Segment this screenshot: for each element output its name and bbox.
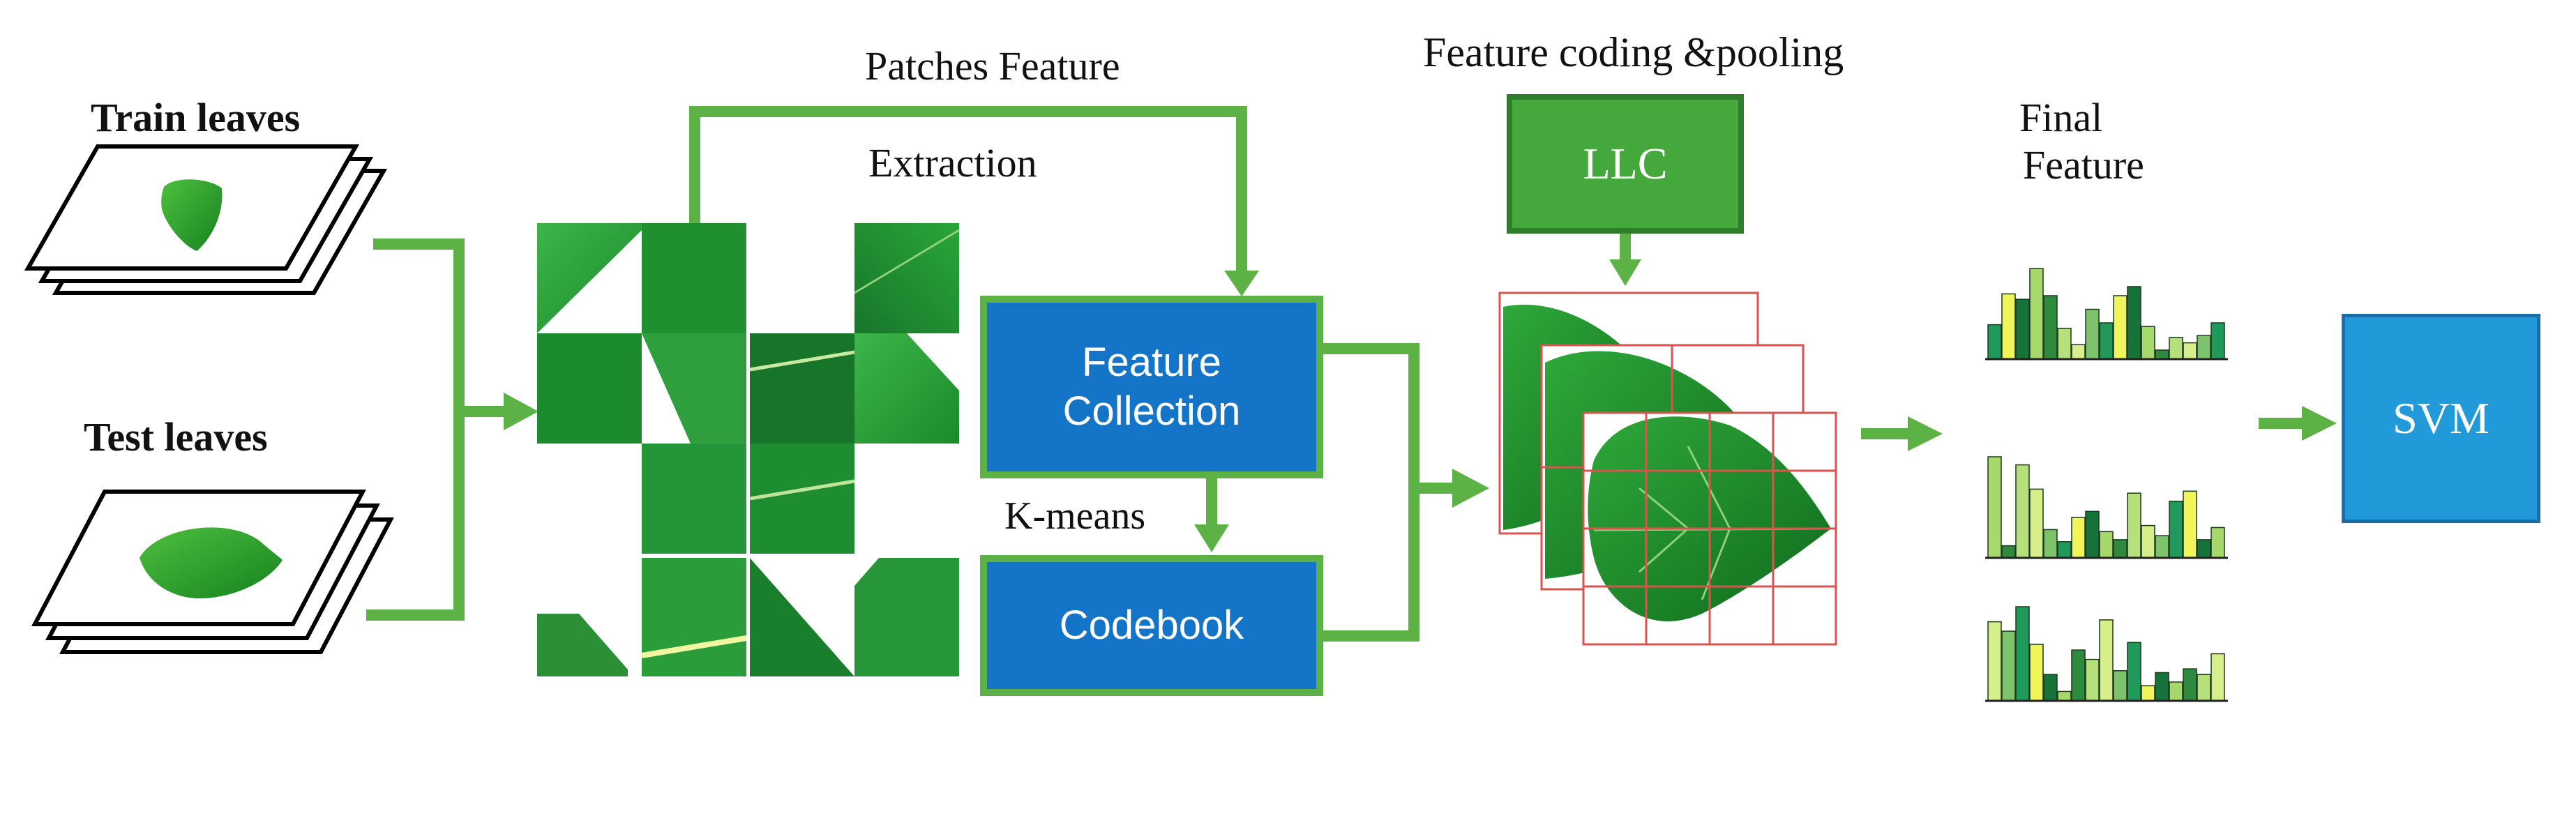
histogram-bar xyxy=(2210,653,2225,702)
histogram-bar xyxy=(2127,642,2141,702)
histogram-bar xyxy=(2029,644,2044,702)
llc-box: LLC xyxy=(1507,94,1744,234)
histogram-bar xyxy=(2029,268,2044,360)
extraction-arrow xyxy=(689,106,1247,273)
coding-merge-connector xyxy=(1323,343,1458,642)
train-leaves-stack xyxy=(24,144,388,295)
llc-label: LLC xyxy=(1583,138,1668,188)
histogram-bar xyxy=(1987,324,2002,360)
histogram-bar xyxy=(2141,685,2155,702)
feature-coding-pooling-label: Feature coding &pooling xyxy=(1423,29,1844,75)
kmeans-label: K-means xyxy=(1004,494,1146,538)
histogram-bar xyxy=(2043,295,2058,360)
arrow-to-svm xyxy=(2302,406,2337,441)
histogram-bar xyxy=(2183,342,2197,360)
spm-label: SPM xyxy=(1630,673,1718,721)
histogram-bar xyxy=(2043,674,2058,702)
feature-collection-line2: Collection xyxy=(1062,388,1241,434)
histogram-bar xyxy=(2071,344,2086,360)
test-leaves-label: Test leaves xyxy=(84,414,268,460)
histogram-bar xyxy=(2197,674,2211,702)
histogram-bar xyxy=(2155,535,2169,559)
codebook-box: Codebook xyxy=(980,555,1323,696)
histogram-bar xyxy=(2127,286,2141,360)
histogram-bar xyxy=(2169,681,2183,702)
histogram-bar xyxy=(2183,668,2197,702)
histogram-bar xyxy=(2001,630,2016,702)
test-leaves-stack xyxy=(31,490,394,654)
histogram-bar xyxy=(2085,308,2100,360)
histogram-bar xyxy=(2141,524,2155,559)
histogram-bar xyxy=(1987,456,2002,559)
feature-collection-box: Feature Collection xyxy=(980,296,1323,478)
final-label: Final xyxy=(2019,95,2103,140)
histogram-bar xyxy=(2099,619,2114,702)
histogram-bar xyxy=(2210,322,2225,360)
histogram-bar xyxy=(2015,606,2030,702)
arrow-to-coding xyxy=(1452,469,1489,508)
feature-label: Feature xyxy=(2023,142,2144,188)
histogram-3 xyxy=(1985,606,2228,702)
arrow-to-patches xyxy=(504,393,538,430)
histogram-bar xyxy=(2169,501,2183,559)
histogram-bar xyxy=(2071,649,2086,702)
histogram-1 xyxy=(1985,268,2228,361)
arrow-to-codebook xyxy=(1194,524,1229,552)
histogram-bar xyxy=(2197,539,2211,559)
histogram-bar xyxy=(2043,529,2058,559)
histogram-bar xyxy=(2071,517,2086,559)
histogram-bar xyxy=(2015,464,2030,559)
patch-mosaic xyxy=(537,223,960,676)
histogram-bar xyxy=(2155,349,2169,360)
patches-feature-label: Patches Feature xyxy=(865,43,1120,89)
train-leaf-icon xyxy=(161,179,223,251)
histogram-bar xyxy=(2057,328,2072,360)
histogram-bar xyxy=(2155,672,2169,702)
histogram-bar xyxy=(2099,531,2114,559)
spm-pyramid xyxy=(1498,291,1837,646)
histogram-bar xyxy=(2113,670,2127,702)
input-merge-connector xyxy=(366,238,509,621)
feature-collection-line1: Feature xyxy=(1082,340,1221,386)
histogram-bar xyxy=(2113,295,2127,360)
spm-label-box: SPM xyxy=(1597,666,1751,729)
histogram-bar xyxy=(2169,337,2183,360)
histogram-2 xyxy=(1985,456,2228,559)
histogram-bar xyxy=(2127,492,2141,559)
histogram-bar xyxy=(2099,322,2114,360)
arrow-to-final-feature xyxy=(1908,416,1943,451)
histogram-bar xyxy=(2113,539,2127,559)
histogram-bar xyxy=(2197,335,2211,360)
histogram-bar xyxy=(2085,510,2100,559)
histogram-bar xyxy=(2029,488,2044,559)
test-leaf-icon xyxy=(140,527,283,599)
histogram-bar xyxy=(2085,658,2100,702)
codebook-label: Codebook xyxy=(1059,603,1244,649)
histogram-bar xyxy=(2210,527,2225,559)
histogram-bar xyxy=(2183,490,2197,559)
arrow-llc-to-spm xyxy=(1609,259,1641,286)
extraction-label: Extraction xyxy=(868,140,1037,185)
histogram-bar xyxy=(2057,541,2072,559)
histogram-bar xyxy=(2141,326,2155,360)
svm-box: SVM xyxy=(2342,314,2540,523)
histogram-bar xyxy=(2001,545,2016,559)
histogram-bar xyxy=(2015,298,2030,360)
train-leaves-label: Train leaves xyxy=(91,95,301,140)
svm-label: SVM xyxy=(2393,393,2490,443)
arrow-to-collection xyxy=(1224,271,1259,296)
histogram-bar xyxy=(2001,293,2016,360)
histogram-bar xyxy=(2057,690,2072,702)
histogram-bar xyxy=(1987,621,2002,702)
